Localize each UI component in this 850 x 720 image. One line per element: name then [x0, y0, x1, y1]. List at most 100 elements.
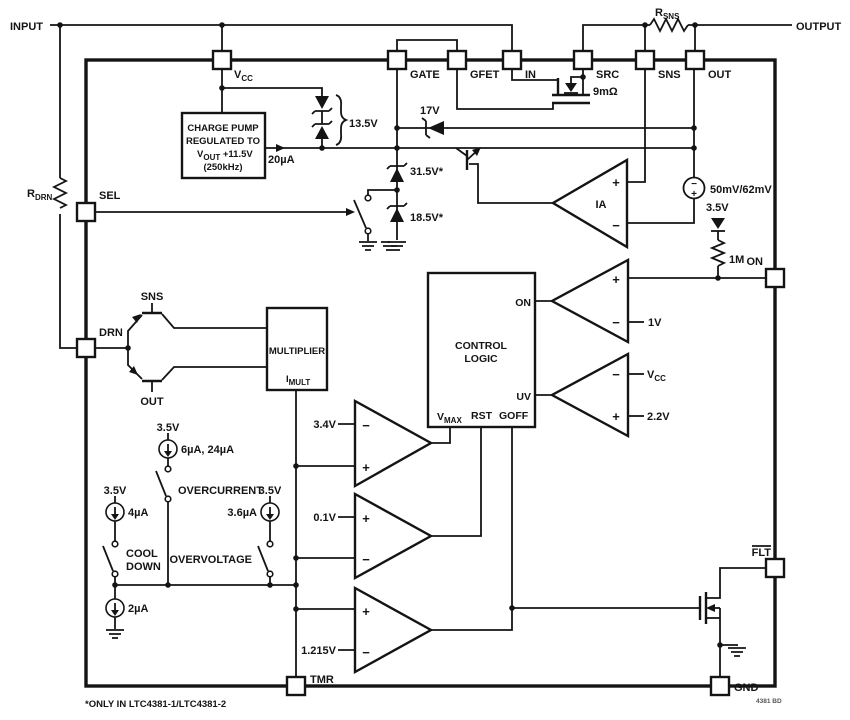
svg-text:LOGIC: LOGIC — [464, 353, 498, 365]
ia-amplifier: + − IA — [550, 69, 695, 250]
i-4u-label: 4µA — [128, 507, 148, 519]
svg-text:+: + — [612, 175, 620, 190]
pin-src-label: SRC — [596, 69, 619, 81]
cooldown-label-1: COOL — [126, 548, 158, 560]
svg-text:(250kHz): (250kHz) — [203, 162, 242, 173]
charge-pump-box — [180, 111, 267, 180]
rail-3v5-b-label: 3.5V — [104, 485, 127, 497]
fet-ron-label: 9mΩ — [593, 86, 618, 98]
rail-3v5-diode-label: 3.5V — [706, 202, 729, 214]
pin-out-label: OUT — [708, 69, 732, 81]
svg-text:UV: UV — [516, 391, 531, 403]
pin-vcc-label: VCC — [234, 69, 253, 83]
pin-gate-label: GATE — [410, 69, 440, 81]
svg-text:+: + — [612, 272, 620, 287]
pin-gnd — [709, 675, 731, 697]
svg-text:−: − — [362, 552, 370, 567]
gate-drive-transistor — [455, 147, 553, 204]
svg-text:VOUT +11.5V: VOUT +11.5V — [197, 149, 253, 162]
overvoltage-source-chain — [257, 496, 280, 585]
zener-31v5-label: 31.5V* — [410, 166, 444, 178]
svg-text:VMAX: VMAX — [437, 411, 462, 425]
doc-id: 4381 BD — [756, 698, 782, 705]
pin-drn-label: DRN — [99, 327, 123, 339]
pump-output-wire — [265, 144, 697, 152]
output-label: OUTPUT — [796, 21, 842, 33]
drn-sense-transistors — [95, 303, 267, 392]
pin-on — [764, 267, 786, 289]
pin-on-label: ON — [747, 256, 764, 268]
q-out-label: OUT — [140, 396, 164, 408]
svg-text:REGULATED TO: REGULATED TO — [186, 136, 260, 147]
control-logic-wires — [431, 427, 515, 611]
offset-source-label: 50mV/62mV — [710, 184, 772, 196]
i-2u-label: 2µA — [128, 603, 148, 615]
multiplier-label: MULTIPLIER — [269, 346, 325, 357]
gate-gfet-jumper — [396, 39, 458, 51]
pin-out — [684, 49, 706, 71]
svg-text:CONTROL: CONTROL — [455, 340, 507, 352]
zener-31v5-icon — [386, 162, 408, 182]
charge-pump-text: CHARGE PUMP REGULATED TO VOUT +11.5V (25… — [186, 123, 260, 173]
svg-text:+: + — [362, 604, 370, 619]
internal-fet-9mohm — [456, 69, 590, 110]
zener-13v5-pair-icon — [311, 94, 349, 148]
pin-gnd-label: GND — [734, 682, 759, 694]
rsns-resistor-output-rail — [582, 16, 792, 51]
svg-text:+: + — [691, 189, 697, 200]
offset-source-icon: − + — [682, 176, 706, 200]
pulldown-2ua-chain — [105, 585, 125, 639]
zener-13v5-label: 13.5V — [349, 118, 378, 130]
zener-17v-icon — [397, 117, 697, 139]
vcc-wiring — [219, 69, 323, 113]
cooldown-label-2: DOWN — [126, 561, 161, 573]
i-3p6u-label: 3.6µA — [227, 507, 257, 519]
svg-text:−: − — [612, 218, 620, 233]
footnote: *ONLY IN LTC4381-1/LTC4381-2 — [85, 699, 226, 710]
overcurrent-source-chain — [155, 433, 178, 585]
svg-text:−: − — [612, 367, 620, 382]
ref-vcc-label: VCC — [647, 369, 666, 383]
ref-2v2-label: 2.2V — [647, 411, 670, 423]
pin-flt-label: FLT — [752, 547, 772, 559]
svg-text:+: + — [612, 409, 620, 424]
ref-1v-label: 1V — [648, 317, 662, 329]
svg-text:−: − — [362, 418, 370, 433]
svg-text:−: − — [612, 315, 620, 330]
svg-text:RST: RST — [471, 410, 493, 422]
rail-3v5-c-label: 3.5V — [259, 485, 282, 497]
on-comparator: + − — [535, 257, 766, 345]
pin-in — [501, 49, 523, 71]
rdrn-label: RDRN — [27, 188, 53, 202]
pin-vcc — [211, 49, 233, 71]
svg-text:GOFF: GOFF — [499, 410, 529, 422]
svg-text:−: − — [362, 645, 370, 660]
pin-tmr — [285, 675, 307, 697]
vmax-comparator: − + — [293, 398, 434, 489]
pin-sel — [75, 201, 97, 223]
timer-rail — [112, 390, 299, 677]
svg-text:+: + — [362, 511, 370, 526]
svg-text:+: + — [362, 460, 370, 475]
multiplier-box — [265, 306, 329, 392]
on-pullup-chain — [709, 218, 727, 281]
rsns-label: RSNS — [655, 7, 680, 21]
svg-text:CHARGE PUMP: CHARGE PUMP — [187, 123, 259, 134]
overcurrent-label: OVERCURRENT — [178, 485, 263, 497]
pin-sns-label: SNS — [658, 69, 681, 81]
pin-sel-label: SEL — [99, 190, 121, 202]
overvoltage-label: OVERVOLTAGE — [169, 554, 252, 566]
ref-3v4-label: 3.4V — [313, 419, 336, 431]
input-rail — [50, 22, 513, 51]
pin-in-label: IN — [525, 69, 536, 81]
pin-gate — [386, 49, 408, 71]
flt-fet — [512, 567, 766, 677]
rail-3v5-a-label: 3.5V — [157, 422, 180, 434]
control-logic-text: CONTROL LOGIC ON UV VMAX RST GOFF — [437, 297, 531, 425]
sel-wire — [95, 208, 355, 216]
tmr-comparator: + − — [293, 585, 513, 675]
zener-18v5-label: 18.5V* — [410, 212, 444, 224]
sel-clamp-switch — [353, 189, 397, 251]
